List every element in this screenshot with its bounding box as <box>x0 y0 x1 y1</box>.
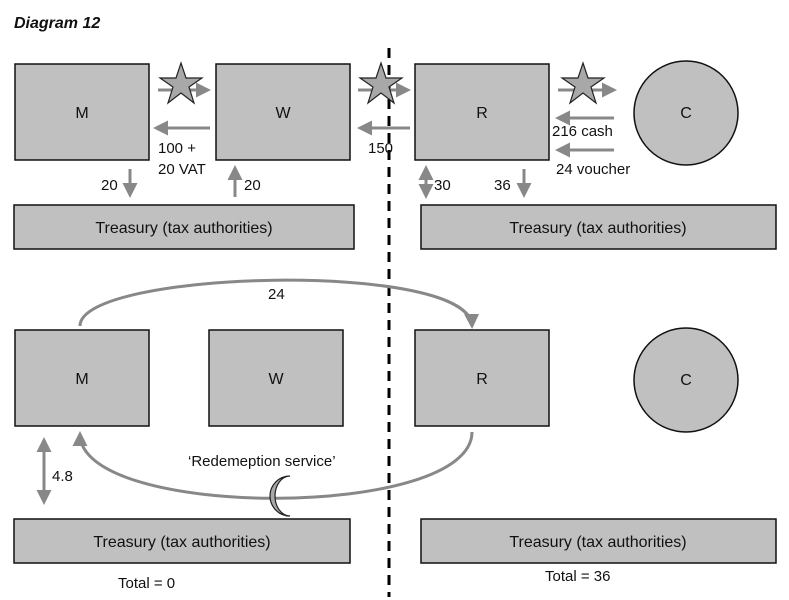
redemption-label: ‘Redemeption service’ <box>188 453 336 470</box>
top-treasury-right <box>420 204 777 250</box>
bottom-box-r <box>414 329 550 427</box>
bottom-treasury-left-label: Treasury (tax authorities) <box>93 534 270 551</box>
moon-icon <box>269 475 291 517</box>
bottom-box-r-label: R <box>476 371 488 388</box>
bottom-box-w-label: W <box>268 371 284 388</box>
bottom-box-w <box>208 329 344 427</box>
voucher-arc-m-r <box>78 278 480 329</box>
total-right: Total = 36 <box>545 568 610 585</box>
bottom-circle-c-label: C <box>680 372 692 389</box>
top-box-w <box>215 63 351 161</box>
goods-star-icon <box>358 61 404 105</box>
tax-m-label: 20 <box>101 177 118 194</box>
top-treasury-left-label: Treasury (tax authorities) <box>95 220 272 237</box>
top-box-r-label: R <box>476 105 488 122</box>
top-treasury-left <box>13 204 355 250</box>
payment-m-line1: 100 + <box>158 140 196 157</box>
top-box-m <box>14 63 150 161</box>
top-box-w-label: W <box>275 105 291 122</box>
tax-r2-label: 36 <box>494 177 511 194</box>
tax-w-label: 20 <box>244 177 261 194</box>
bottom-box-m-label: M <box>75 371 88 388</box>
tax-m-bottom-label: 4.8 <box>52 468 73 485</box>
total-left: Total = 0 <box>118 575 175 592</box>
tax-r-label: 30 <box>434 177 451 194</box>
bottom-box-m <box>14 329 150 427</box>
bottom-treasury-left <box>13 518 351 564</box>
cash-label: 216 cash <box>552 123 613 140</box>
voucher-arc-label: 24 <box>268 286 285 303</box>
top-box-m-label: M <box>75 105 88 122</box>
goods-star-icon <box>560 61 606 105</box>
redemption-arc-r-m <box>72 431 474 500</box>
top-treasury-right-label: Treasury (tax authorities) <box>509 220 686 237</box>
bottom-treasury-right <box>420 518 777 564</box>
diagram-title: Diagram 12 <box>14 15 100 32</box>
payment-w-label: 150 <box>368 140 393 157</box>
voucher-label: 24 voucher <box>556 161 630 178</box>
goods-star-icon <box>158 61 204 105</box>
bottom-treasury-right-label: Treasury (tax authorities) <box>509 534 686 551</box>
top-circle-c-label: C <box>680 105 692 122</box>
bottom-circle-c <box>633 327 739 433</box>
top-box-r <box>414 63 550 161</box>
payment-m-line2: 20 VAT <box>158 161 206 178</box>
top-circle-c <box>633 60 739 166</box>
